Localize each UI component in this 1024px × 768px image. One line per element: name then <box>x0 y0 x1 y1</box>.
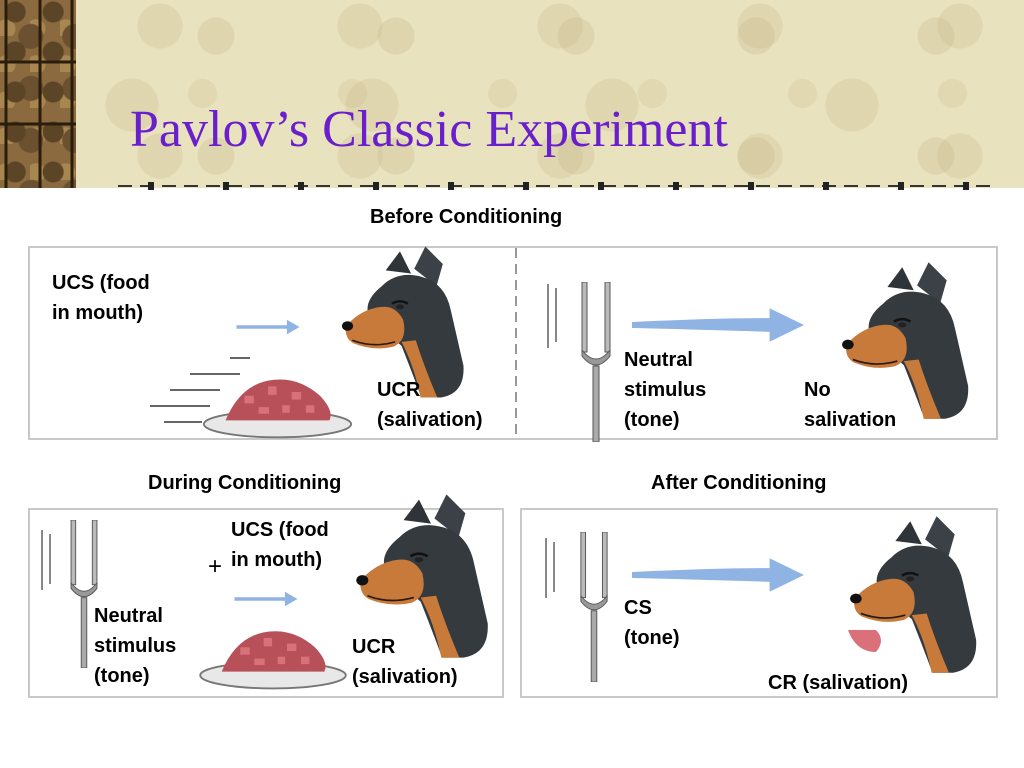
slide-title: Pavlov’s Classic Experiment <box>130 101 728 158</box>
tuning-fork-icon <box>574 532 614 682</box>
title-divider <box>118 182 993 190</box>
during-ucr-line1: UCR <box>352 636 396 658</box>
window-grid-icon <box>0 0 76 188</box>
header-background <box>0 0 1024 188</box>
before-no-line2: salivation <box>804 409 897 431</box>
after-cs-line1: CS <box>624 597 652 619</box>
during-ucs-line2: in mouth) <box>231 549 323 571</box>
during-neutral-line1: Neutral <box>94 605 163 627</box>
before-ucr-label: UCR (salivation) <box>377 375 483 435</box>
before-neutral-line1: Neutral <box>624 349 693 371</box>
before-arrow-1 <box>236 318 300 336</box>
before-ucs-line2: in mouth) <box>52 302 144 324</box>
during-neutral-line3: (tone) <box>94 665 150 687</box>
vibration-lines-icon <box>41 530 51 590</box>
after-cs-label: CS (tone) <box>624 593 680 653</box>
food-plate-icon <box>198 610 348 694</box>
dog-head-icon <box>848 512 986 677</box>
before-ucr-line1: UCR <box>377 379 421 401</box>
during-ucs-label: UCS (food in mouth) <box>231 515 329 575</box>
vibration-lines-icon <box>545 538 555 598</box>
after-arrow <box>632 558 804 592</box>
before-ucr-line2: (salivation) <box>377 409 483 431</box>
during-ucr-label: UCR (salivation) <box>352 632 458 692</box>
before-neutral-label: Neutral stimulus (tone) <box>624 345 706 435</box>
before-no-line1: No <box>804 379 831 401</box>
during-conditioning-heading: During Conditioning <box>148 472 342 494</box>
before-arrow-2 <box>632 308 804 342</box>
panel-divider <box>515 248 517 438</box>
plus-sign: + <box>208 553 223 580</box>
before-ucs-line1: UCS (food <box>52 272 150 294</box>
during-neutral-line2: stimulus <box>94 635 177 657</box>
after-cr-label: CR (salivation) <box>768 672 909 694</box>
speed-lines-icon <box>150 357 250 423</box>
tuning-fork-icon <box>576 282 616 442</box>
before-neutral-line3: (tone) <box>624 409 680 431</box>
before-neutral-line2: stimulus <box>624 379 707 401</box>
before-no-salivation-label: No salivation <box>804 375 896 435</box>
during-neutral-label: Neutral stimulus (tone) <box>94 601 176 691</box>
before-conditioning-heading: Before Conditioning <box>370 206 563 228</box>
after-conditioning-heading: After Conditioning <box>651 472 827 494</box>
tongue-shape <box>848 630 881 652</box>
during-ucr-line2: (salivation) <box>352 666 458 688</box>
after-cs-line2: (tone) <box>624 627 680 649</box>
before-ucs-label: UCS (food in mouth) <box>52 268 150 328</box>
during-arrow <box>234 590 298 608</box>
food-plate-icon <box>200 358 355 443</box>
vibration-lines-icon <box>547 284 557 348</box>
before-conditioning-panel <box>28 246 998 440</box>
during-ucs-line1: UCS (food <box>231 519 329 541</box>
header-texture-strip <box>0 0 76 188</box>
